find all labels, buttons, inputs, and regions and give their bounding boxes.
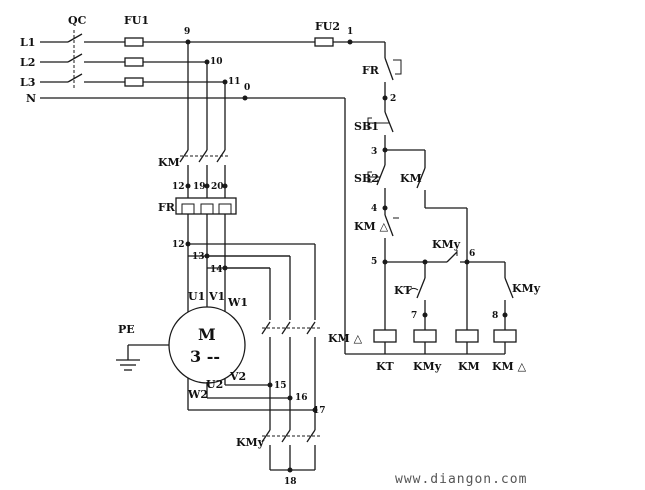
coil-km-delta (493, 329, 517, 343)
labels: L1 L2 L3 N QC FU1 FU2 KM FR FR SB1 SB2 K… (20, 14, 541, 449)
node-8: 8 (492, 311, 498, 321)
label-kt: KT (394, 284, 413, 297)
label-w2: W2 (187, 388, 208, 401)
label-w1: W1 (227, 296, 248, 309)
supply-lines (40, 30, 385, 99)
label-kmy-nc: KMy (432, 238, 461, 251)
coil-kmy (413, 329, 437, 343)
node-3: 3 (371, 147, 377, 157)
label-fr-ctrl: FR (362, 64, 380, 77)
label-u2: U2 (206, 378, 223, 391)
label-kmy-main: KMy (236, 436, 265, 449)
node-12: 12 (172, 240, 185, 250)
watermark: www.diangon.com (395, 472, 527, 487)
fuse-fu1-l3 (124, 77, 144, 87)
main-circuit (116, 42, 320, 471)
fuse-fu1-l1 (124, 37, 144, 47)
node-18: 12 (172, 182, 185, 192)
node-15: 15 (274, 381, 287, 391)
label-km-delta-nc: KM △ (354, 220, 389, 233)
control-circuit (344, 42, 517, 355)
node-4: 4 (371, 204, 377, 214)
node-18b: 18 (284, 477, 297, 487)
node-14: 14 (210, 265, 223, 275)
thermal-relay-fr (175, 197, 237, 215)
label-n: N (26, 92, 36, 105)
label-km-main: KM (158, 156, 180, 169)
motor-label-3: 3 -- (190, 347, 220, 366)
node-9: 9 (184, 27, 190, 37)
coil-label-km-delta: KM △ (492, 360, 527, 373)
label-km-hold: KM (400, 172, 422, 185)
coil-label-km: KM (458, 360, 480, 373)
junctions (185, 39, 508, 473)
node-13: 13 (192, 252, 205, 262)
node-1: 1 (347, 27, 353, 37)
coil-label-kmy: KMy (413, 360, 442, 373)
label-fu2: FU2 (315, 20, 340, 33)
node-0: 0 (244, 83, 250, 93)
label-u1: U1 (188, 290, 205, 303)
label-kmy-no: KMy (512, 282, 541, 295)
node-7: 7 (411, 311, 417, 321)
label-v2: V2 (229, 370, 246, 383)
node-2: 2 (390, 94, 396, 104)
node-17: 17 (313, 406, 326, 416)
node-5: 5 (371, 257, 377, 267)
label-fr-main: FR (158, 201, 176, 214)
label-l3: L3 (20, 76, 35, 89)
motor-label-m: M (198, 325, 216, 344)
node-20: 20 (211, 182, 224, 192)
node-numbers: 9 10 11 0 1 2 3 4 5 6 7 8 12 19 20 12 13… (172, 27, 498, 487)
label-km-delta-main: KM △ (328, 332, 363, 345)
fuse-fu2 (314, 37, 334, 47)
label-l1: L1 (20, 36, 35, 49)
label-l2: L2 (20, 56, 35, 69)
label-fu1: FU1 (124, 14, 149, 27)
label-v1: V1 (208, 290, 225, 303)
label-sb2: SB2 (354, 172, 379, 185)
label-qc: QC (68, 14, 87, 27)
label-sb1: SB1 (354, 120, 379, 133)
node-10: 10 (210, 57, 223, 67)
node-6: 6 (469, 249, 475, 259)
fuse-fu1-l2 (124, 57, 144, 67)
coil-label-kt: KT (376, 360, 395, 373)
node-11: 11 (228, 77, 241, 87)
node-16: 16 (295, 393, 308, 403)
node-19: 19 (193, 182, 206, 192)
coil-kt (373, 329, 397, 343)
coil-km (455, 329, 479, 343)
label-pe: PE (118, 323, 135, 336)
